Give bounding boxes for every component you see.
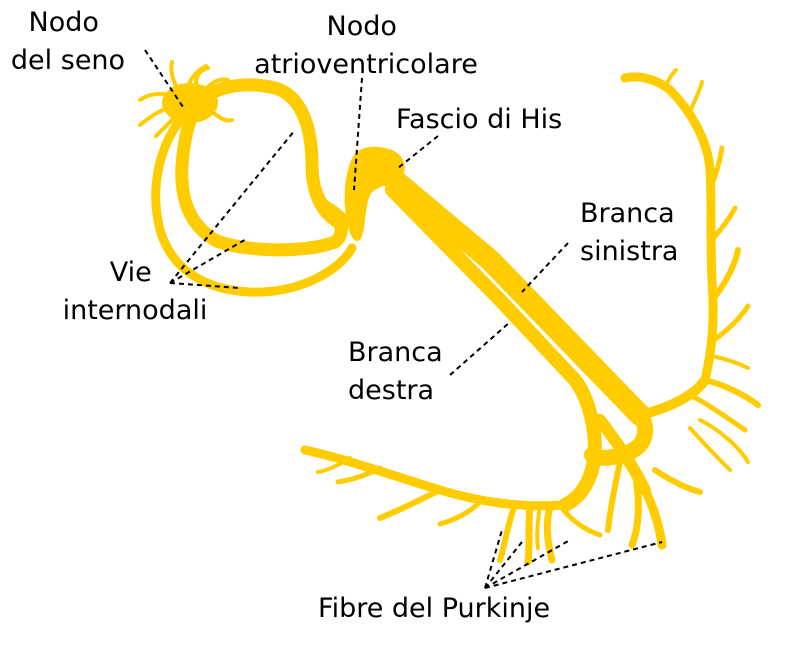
conduction-system bbox=[138, 60, 761, 566]
sa-node bbox=[138, 60, 234, 138]
leader-nodo-av bbox=[353, 77, 363, 191]
purkinje-fibres-left bbox=[300, 445, 603, 566]
label-branca-sinistra: Branca sinistra bbox=[580, 198, 683, 267]
leader-vie-1 bbox=[169, 129, 296, 284]
leader-lines bbox=[144, 49, 663, 589]
purkinje-fibres-wall bbox=[620, 68, 761, 472]
label-vie-internodali: Vie internodali bbox=[63, 257, 208, 326]
label-fascio-his: Fascio di His bbox=[396, 104, 562, 135]
bundle-branches bbox=[374, 161, 654, 512]
leader-purkinje-2 bbox=[484, 541, 523, 589]
labels: Nodo del seno Nodo atrioventricolare Fas… bbox=[11, 7, 683, 624]
leader-branca-sinistra bbox=[521, 242, 569, 293]
leader-purkinje-1 bbox=[484, 529, 503, 589]
label-fibre-purkinje: Fibre del Purkinje bbox=[318, 593, 550, 624]
leader-vie-2 bbox=[169, 237, 249, 284]
internodal-pathways bbox=[151, 78, 357, 297]
leader-branca-destra bbox=[449, 321, 511, 376]
label-branca-destra: Branca destra bbox=[348, 337, 451, 406]
label-nodo-seno: Nodo del seno bbox=[11, 7, 125, 76]
leader-purkinje-3 bbox=[484, 539, 571, 589]
leader-nodo-seno bbox=[144, 49, 186, 111]
leader-vie-3 bbox=[169, 282, 241, 289]
purkinje-fibres-right bbox=[605, 459, 703, 550]
label-nodo-av: Nodo atrioventricolare bbox=[254, 11, 478, 80]
leader-purkinje-4 bbox=[484, 541, 663, 589]
